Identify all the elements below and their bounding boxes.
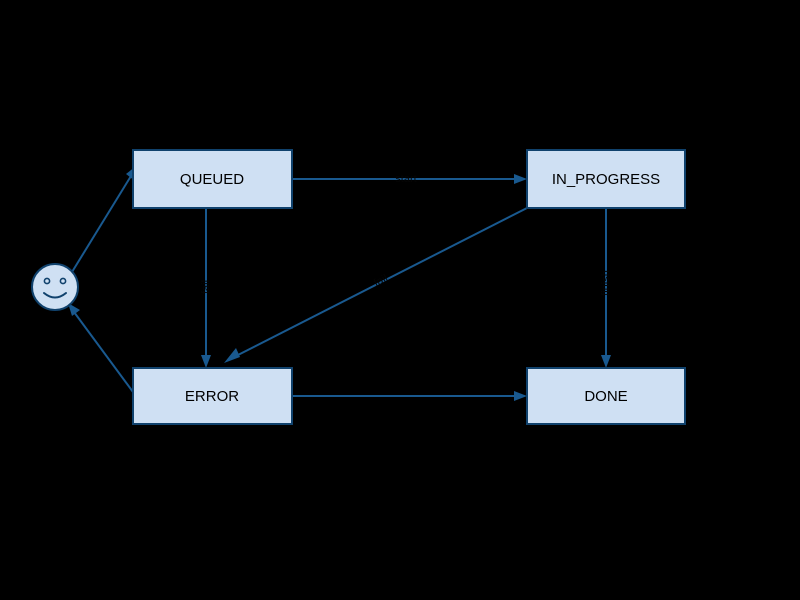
edge-error-to-done[interactable] xyxy=(292,391,527,401)
smiley-right-eye-icon xyxy=(59,277,67,285)
edge-error-to-start[interactable] xyxy=(68,303,134,393)
node-done[interactable]: DONE xyxy=(526,367,686,425)
node-start[interactable] xyxy=(31,263,79,311)
node-error[interactable]: ERROR xyxy=(132,367,293,425)
edge-label-in-progress-to-done: finish xyxy=(600,270,612,296)
smiley-mouth-icon xyxy=(43,292,67,299)
node-in-progress-box xyxy=(526,149,686,209)
node-error-box xyxy=(132,367,293,425)
edge-start-to-queued[interactable] xyxy=(71,166,136,273)
edge-label-in-progress-to-error: fail xyxy=(372,272,390,289)
edge-queued-to-in-progress[interactable]: start xyxy=(292,173,527,185)
edge-label-queued-to-error: fail xyxy=(200,280,212,294)
node-queued[interactable]: QUEUED xyxy=(132,149,293,209)
edge-in-progress-to-done[interactable]: finish xyxy=(600,208,612,368)
node-error-label: ERROR xyxy=(185,388,239,405)
edge-in-progress-to-error[interactable]: fail xyxy=(224,207,528,363)
node-queued-box xyxy=(132,149,293,209)
node-in-progress-label: IN_PROGRESS xyxy=(552,171,660,188)
node-in-progress[interactable]: IN_PROGRESS xyxy=(526,149,686,209)
node-done-box xyxy=(526,367,686,425)
node-done-label: DONE xyxy=(584,388,627,405)
edge-label-queued-to-in-progress: start xyxy=(395,173,416,185)
node-queued-label: QUEUED xyxy=(180,171,244,188)
edge-queued-to-error[interactable]: fail xyxy=(200,208,212,368)
smiley-left-eye-icon xyxy=(43,277,51,285)
start-node-circle xyxy=(31,263,79,311)
